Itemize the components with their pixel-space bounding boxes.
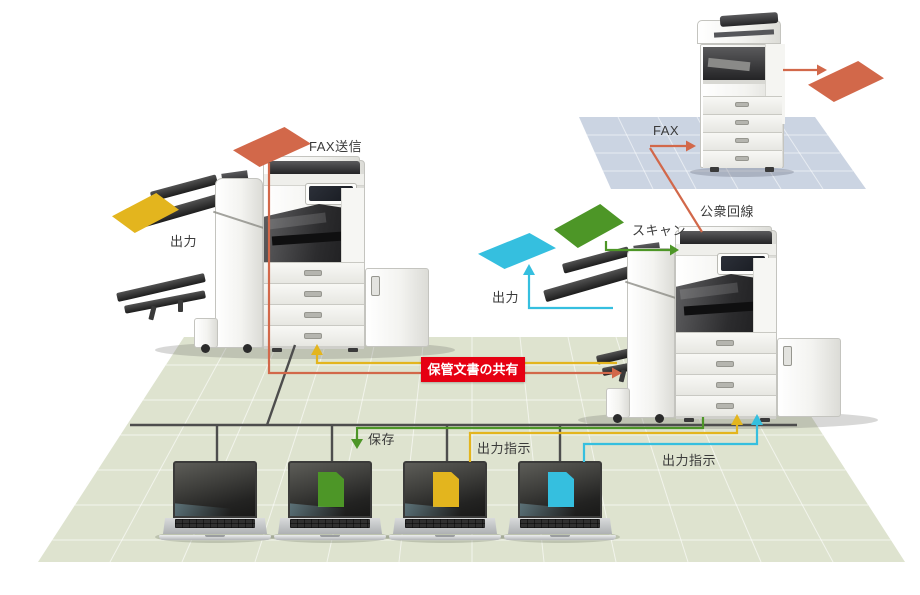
document-icon	[433, 472, 459, 507]
save-label: 保存	[368, 432, 396, 447]
output-tray-lip	[703, 80, 765, 84]
screen-sheen	[175, 503, 255, 516]
keyboard	[405, 519, 485, 528]
laptop-base	[159, 535, 271, 540]
laptop-base	[274, 535, 386, 540]
adf-unit	[680, 231, 772, 244]
paper-drawer	[676, 395, 776, 416]
caster-wheel	[201, 344, 210, 353]
paper-drawer	[264, 325, 364, 346]
arrowhead-up-icon	[523, 264, 535, 275]
foot	[684, 418, 694, 422]
deck-handle	[783, 346, 792, 366]
foot	[272, 348, 282, 352]
foot	[710, 167, 719, 172]
paper-drawer	[264, 283, 364, 304]
left-mfp-network-link	[265, 344, 297, 426]
keyboard	[520, 519, 600, 528]
laptop-base	[389, 535, 501, 540]
laptop-base	[504, 535, 616, 540]
base-plate	[676, 416, 776, 419]
foot	[348, 348, 358, 352]
laptop-2	[272, 461, 388, 540]
keyboard	[175, 519, 255, 528]
finisher-output-tray	[543, 265, 633, 303]
fax-send-label: FAX送信	[309, 139, 363, 154]
print-instruction-cyan-label: 出力指示	[662, 453, 717, 468]
foot	[765, 167, 774, 172]
laptop-keyboard-deck	[508, 518, 612, 534]
toner-door	[753, 258, 776, 332]
paper-drawer	[264, 262, 364, 283]
deck-handle	[371, 276, 380, 296]
paper-drawer	[703, 114, 782, 132]
scan-label: スキャン	[632, 223, 687, 238]
laptop-keyboard-deck	[278, 518, 382, 534]
paper-drawer	[703, 150, 782, 168]
document-icon	[318, 472, 344, 507]
laptop-1	[157, 461, 273, 540]
paper-drawer	[676, 374, 776, 395]
laptop-screen	[403, 461, 487, 518]
caster-wheel	[655, 414, 664, 423]
paper-scan	[554, 204, 624, 248]
paper-output-left	[112, 193, 179, 233]
laptop-screen	[518, 461, 602, 518]
caster-wheel	[613, 414, 622, 423]
print-instruction-yellow-label: 出力指示	[477, 441, 532, 456]
save-line	[355, 417, 705, 439]
paper-fax-received	[808, 61, 884, 102]
arrowhead-right-icon	[817, 64, 827, 76]
laptop-screen	[288, 461, 372, 518]
finisher-lower-unit	[194, 318, 218, 348]
paper-deck	[777, 338, 841, 417]
laptop-4	[502, 461, 618, 540]
finisher-body	[215, 178, 263, 348]
output-left-label: 出力	[170, 234, 198, 249]
shared-storage-banner: 保管文書の共有	[421, 357, 525, 382]
finisher-body	[627, 248, 675, 418]
laptop-3	[387, 461, 503, 540]
arrowhead-right-icon	[686, 140, 696, 152]
laptop-keyboard-deck	[163, 518, 267, 534]
paper-drawer	[264, 304, 364, 325]
public-line-label: 公衆回線	[700, 204, 755, 219]
paper-drawer	[703, 96, 782, 114]
paper-output-right	[478, 233, 556, 269]
laptop-screen	[173, 461, 257, 518]
tray-leg	[178, 300, 183, 312]
fax-received-label: FAX	[653, 123, 680, 138]
paper-drawer	[676, 332, 776, 353]
keyboard	[290, 519, 370, 528]
finisher-lower-unit	[606, 388, 630, 418]
caster-wheel	[243, 344, 252, 353]
document-icon	[548, 472, 574, 507]
foot	[760, 418, 770, 422]
paper-drawer	[676, 353, 776, 374]
adf-unit	[268, 161, 360, 174]
arrowhead-down-icon	[351, 439, 363, 449]
laptop-keyboard-deck	[393, 518, 497, 534]
toner-door	[341, 188, 364, 262]
output-right-label: 出力	[492, 290, 520, 305]
paper-drawer	[703, 132, 782, 150]
remote-printer-shadow	[690, 167, 794, 177]
